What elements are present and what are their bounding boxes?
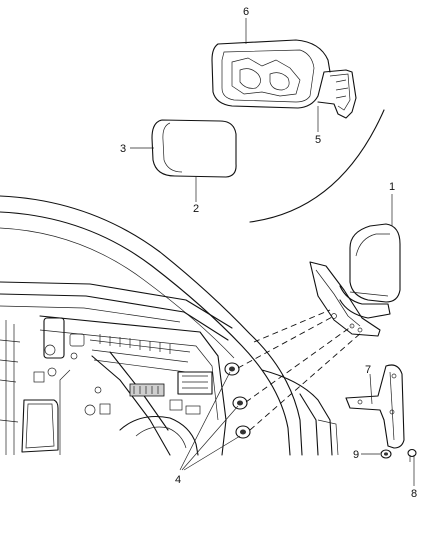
callout-7: 7 bbox=[365, 364, 371, 376]
callout-1: 1 bbox=[389, 181, 395, 193]
leader-lines bbox=[130, 18, 415, 486]
callout-5: 5 bbox=[315, 134, 321, 146]
door-frame bbox=[0, 195, 339, 456]
callout-9: 9 bbox=[353, 449, 359, 461]
screw-bottom bbox=[235, 425, 251, 439]
stud bbox=[407, 448, 417, 462]
mounting-screws bbox=[224, 362, 251, 439]
screw-middle bbox=[232, 396, 248, 410]
callout-4: 4 bbox=[175, 474, 181, 486]
callout-2: 2 bbox=[193, 203, 199, 215]
callout-8: 8 bbox=[411, 488, 417, 500]
door-inner-panel bbox=[0, 315, 227, 456]
alignment-lines bbox=[237, 309, 363, 431]
mirror-housing-rear bbox=[211, 39, 357, 119]
mirror-assembly bbox=[309, 223, 401, 337]
callout-6: 6 bbox=[243, 6, 249, 18]
separator-arc bbox=[249, 109, 385, 223]
mirror-glass bbox=[151, 119, 237, 178]
mirror-bracket bbox=[345, 364, 405, 449]
nut bbox=[380, 449, 392, 459]
callout-3: 3 bbox=[120, 143, 126, 155]
screw-top bbox=[224, 362, 240, 376]
